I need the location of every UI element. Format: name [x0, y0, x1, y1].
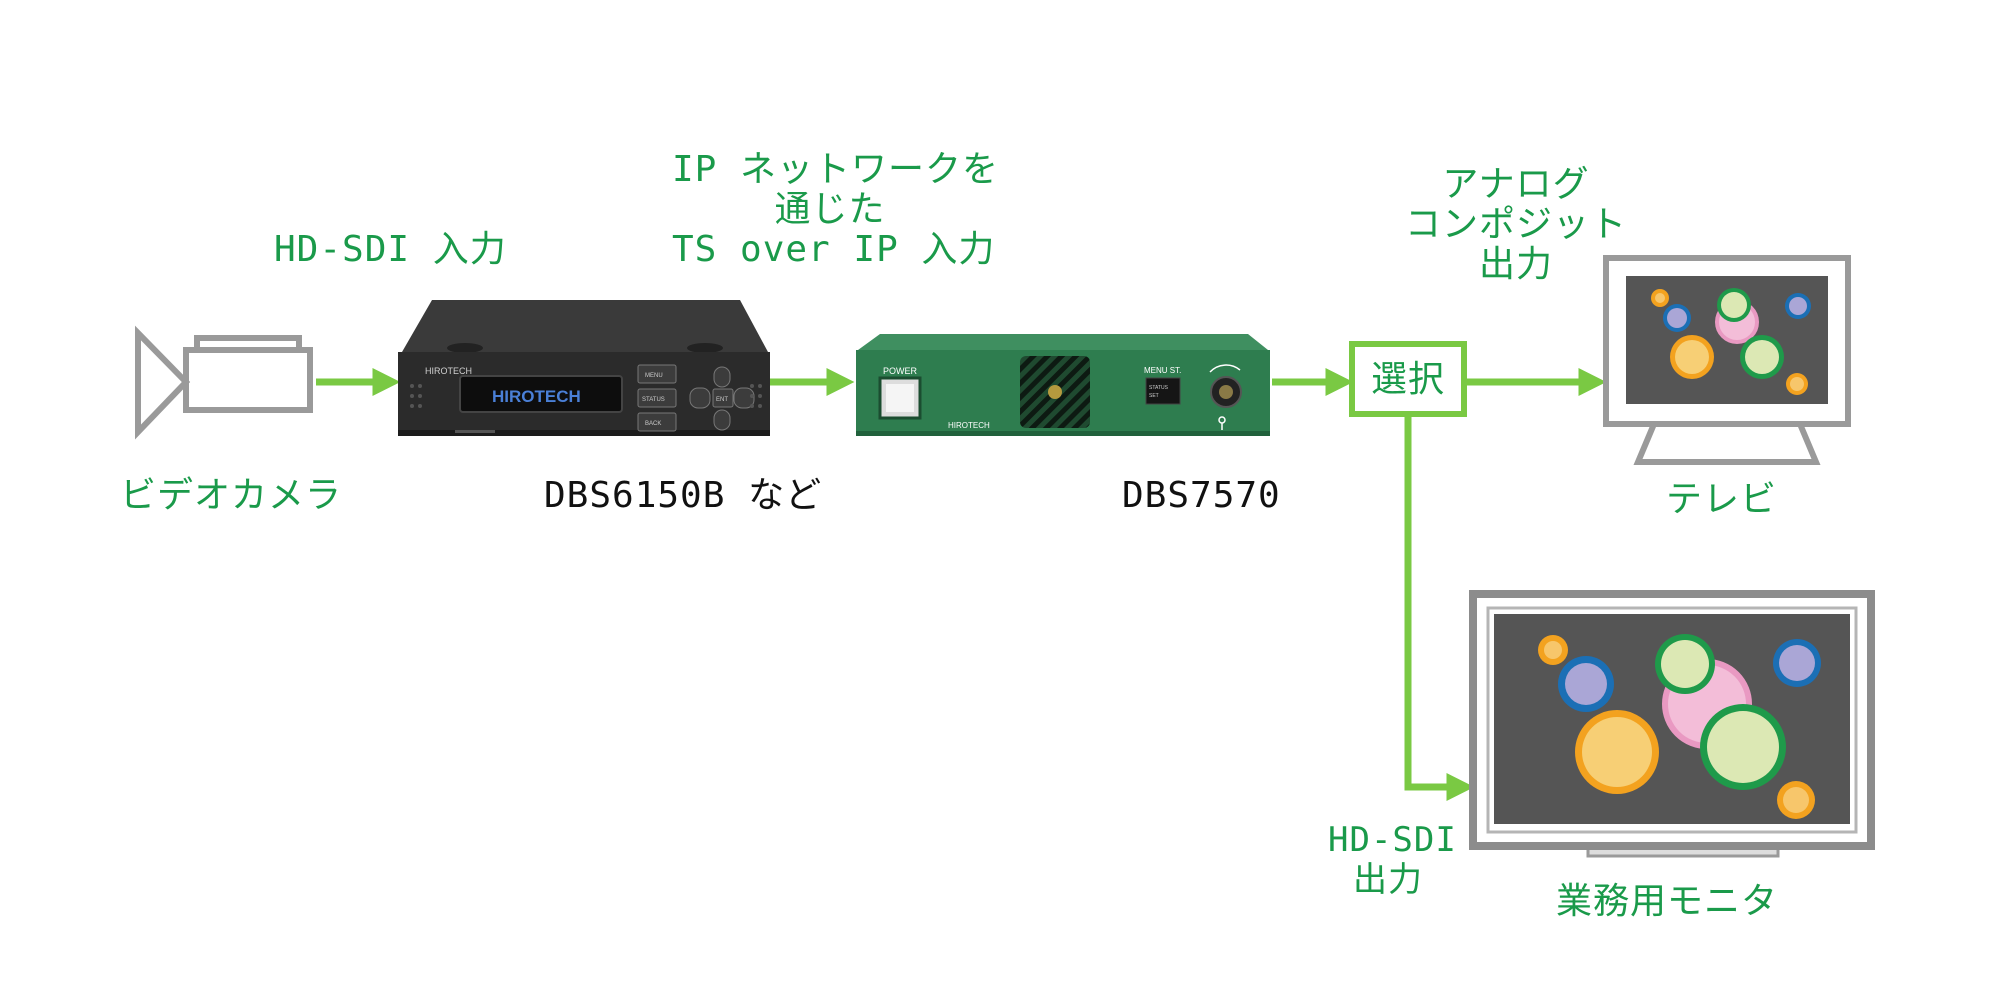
label-analog-output-line3: 出力	[1478, 244, 1553, 285]
label-ip-input-line2: 通じた	[774, 189, 886, 230]
label-ip-input-line3: TS over IP 入力	[672, 229, 996, 270]
decoder-power-label: POWER	[883, 366, 918, 376]
label-hdsdi-output: HD-SDI 出力	[1328, 820, 1457, 900]
label-ip-input: IP ネットワークを 通じた TS over IP 入力	[672, 149, 1000, 270]
tv-icon	[1603, 255, 1851, 465]
monitor-icon	[1469, 590, 1875, 858]
arrow-select-to-monitor	[1404, 417, 1475, 801]
label-analog-output-line2: コンポジット	[1404, 204, 1627, 245]
encoder-btn-back: BACK	[645, 421, 661, 427]
encoder-btn-status: STATUS	[642, 397, 665, 403]
label-camera: ビデオカメラ	[120, 475, 343, 516]
label-ip-input-line1: IP ネットワークを	[672, 149, 1000, 190]
video-camera-icon	[135, 325, 313, 440]
decoder-menu-label: MENU ST.	[1144, 366, 1181, 375]
label-select: 選択	[1370, 359, 1445, 400]
decoder-device: POWER MENU ST. STATUS SET HIROTECH	[856, 334, 1270, 436]
label-analog-output: アナログ コンポジット 出力	[1396, 165, 1636, 285]
encoder-btn-ent: ENT	[716, 397, 728, 403]
label-decoder-model: DBS7570	[1122, 475, 1281, 516]
label-encoder-model: DBS6150B など	[544, 475, 823, 516]
decoder-set-label: SET	[1149, 393, 1159, 399]
decoder-status-label: STATUS	[1149, 385, 1169, 391]
label-hdsdi-input: HD-SDI 入力	[274, 229, 507, 270]
encoder-device: HIROTECH HIROTECH MENU STATUS BACK ENT	[398, 300, 770, 436]
decoder-brand: HIROTECH	[948, 421, 990, 430]
arrows	[316, 368, 1607, 801]
select-box	[1349, 341, 1467, 417]
label-tv: テレビ	[1666, 479, 1778, 520]
encoder-btn-menu: MENU	[645, 373, 663, 379]
label-hdsdi-output-line1: HD-SDI	[1328, 820, 1457, 860]
encoder-screen-text: HIROTECH	[492, 387, 581, 406]
encoder-brand: HIROTECH	[425, 366, 472, 376]
label-monitor: 業務用モニタ	[1556, 881, 1779, 922]
label-hdsdi-output-line2: 出力	[1353, 860, 1423, 900]
label-analog-output-line1: アナログ	[1442, 164, 1590, 205]
